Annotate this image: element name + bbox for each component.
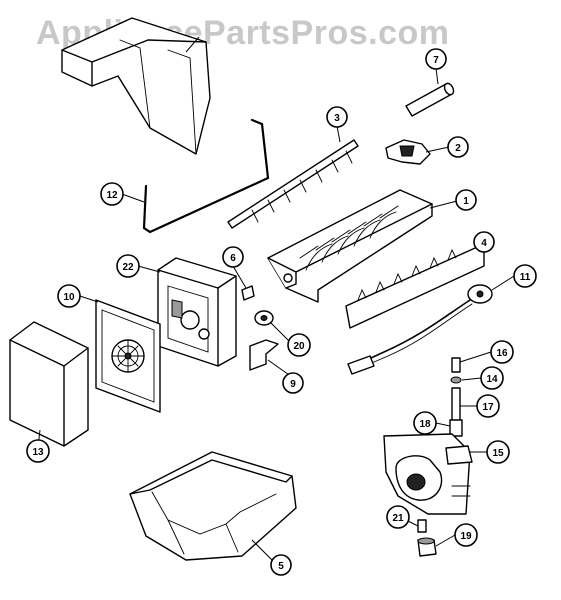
callout-7-label: 7	[433, 55, 439, 66]
mounting-bracket	[249, 339, 279, 371]
callout-4-label: 4	[481, 238, 487, 249]
callout-22-label: 22	[122, 262, 134, 273]
control-housing	[157, 257, 237, 367]
callout-14-label: 14	[486, 374, 498, 385]
ice-bucket	[129, 451, 297, 561]
callout-11-label: 11	[520, 272, 531, 283]
callout-10: 10	[57, 284, 81, 308]
callout-5-label: 5	[278, 561, 284, 572]
callout-21: 21	[386, 505, 410, 529]
callout-9-label: 9	[290, 379, 296, 390]
cover-box	[9, 321, 89, 447]
fill-tube	[405, 82, 455, 117]
thermostat	[254, 310, 274, 326]
fill-chute	[61, 17, 211, 155]
small-fitting	[417, 519, 427, 533]
callout-16: 16	[490, 340, 514, 364]
callout-19: 19	[454, 523, 478, 547]
leader-lines	[37, 36, 515, 561]
callout-15: 15	[486, 440, 510, 464]
callout-2-label: 2	[455, 143, 461, 154]
stripper-clip	[385, 139, 431, 165]
callout-17-label: 17	[482, 402, 494, 413]
callout-18: 18	[413, 411, 437, 435]
callout-21-label: 21	[392, 513, 404, 524]
callout-6-label: 6	[230, 253, 236, 264]
callout-9: 9	[282, 372, 304, 394]
valve-nut	[417, 537, 437, 557]
callout-2: 2	[447, 136, 469, 158]
callout-3: 3	[326, 106, 348, 128]
water-valve	[383, 433, 473, 515]
callout-22: 22	[116, 254, 140, 278]
callout-20-label: 20	[293, 341, 305, 352]
wiring-harness	[347, 284, 493, 375]
callout-16-label: 16	[496, 348, 508, 359]
callout-11: 11	[513, 264, 537, 288]
callout-1: 1	[455, 189, 477, 211]
shutoff-arm	[142, 118, 270, 234]
callout-12: 12	[100, 182, 124, 206]
callout-7: 7	[425, 48, 447, 70]
callout-14: 14	[480, 366, 504, 390]
callout-17: 17	[476, 394, 500, 418]
callout-13: 13	[26, 439, 50, 463]
valve-fittings	[449, 357, 463, 437]
callout-12-label: 12	[106, 190, 118, 201]
ice-mold	[267, 189, 433, 303]
callout-15-label: 15	[492, 448, 504, 459]
callout-18-label: 18	[419, 419, 431, 430]
callout-1-label: 1	[463, 196, 469, 207]
callout-5: 5	[270, 554, 292, 576]
callout-3-label: 3	[334, 113, 340, 124]
callout-20: 20	[287, 333, 311, 357]
callout-19-label: 19	[460, 531, 472, 542]
callout-6: 6	[222, 246, 244, 268]
callout-13-label: 13	[32, 447, 44, 458]
front-cover-plate	[95, 299, 161, 413]
callout-10-label: 10	[63, 292, 75, 303]
ejector-shaft	[227, 139, 359, 229]
connector-part	[241, 285, 255, 301]
callout-4: 4	[473, 231, 495, 253]
ice-stripper	[345, 243, 485, 329]
